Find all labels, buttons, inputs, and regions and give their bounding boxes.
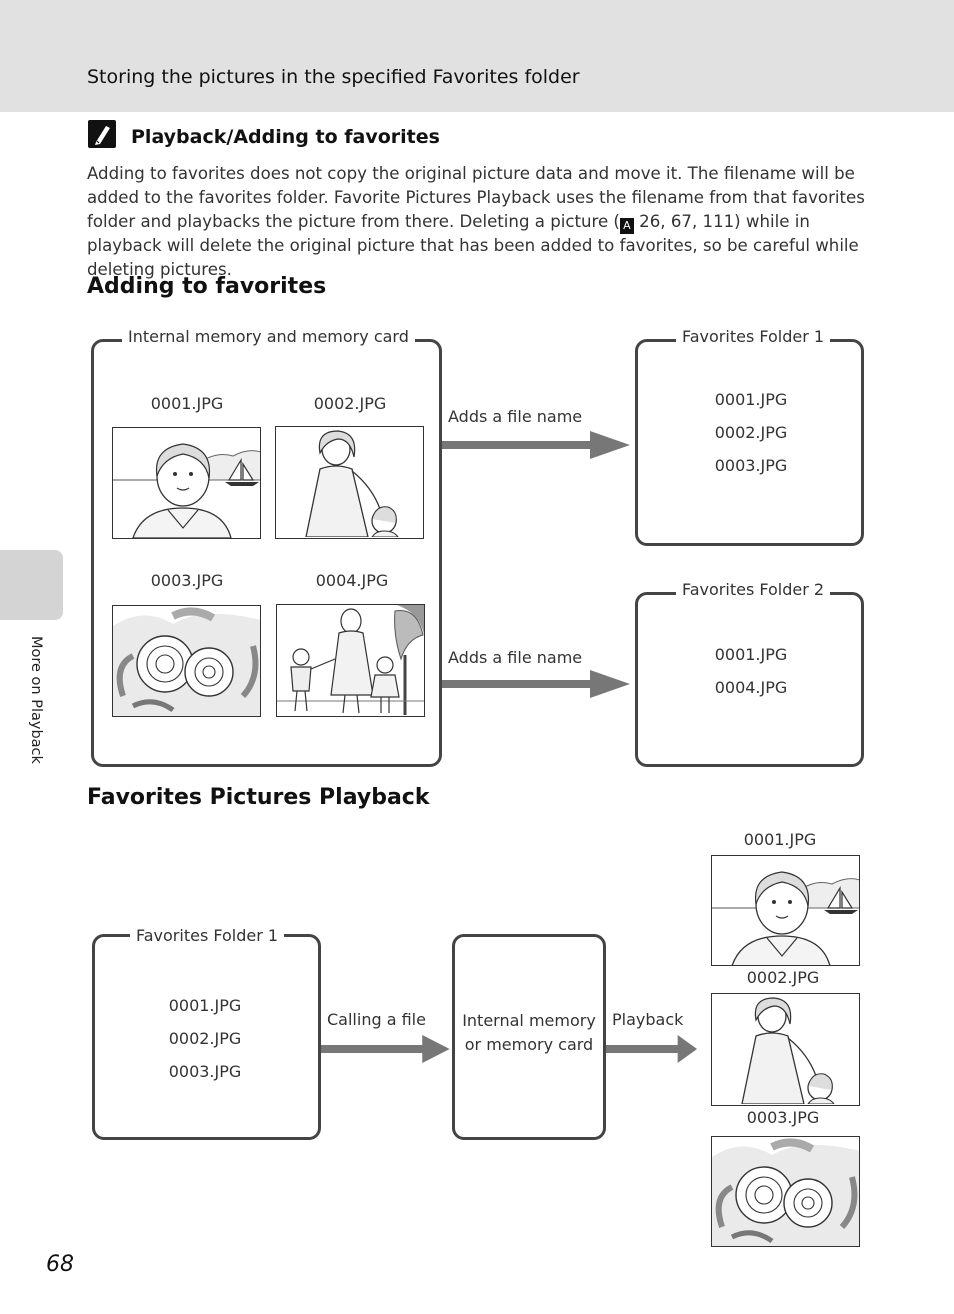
- adding-heading: Adding to favorites: [87, 274, 327, 299]
- source-file-label: 0003.JPG: [150, 571, 224, 590]
- folder-file-entry: 0004.JPG: [714, 678, 788, 697]
- reference-icon-symbol: A: [623, 219, 631, 232]
- reference-icon: A: [619, 218, 634, 234]
- favorites-folder-1-legend: Favorites Folder 1: [676, 327, 831, 346]
- photo-thumbnail: [276, 604, 425, 717]
- photo-thumbnail: [112, 605, 261, 717]
- memory-box-label: Internal memory or memory card: [462, 1011, 596, 1054]
- chapter-tab-label: More on Playback: [28, 636, 44, 764]
- result-file-label: 0001.JPG: [743, 830, 817, 849]
- favorites-folder-2-legend: Favorites Folder 2: [676, 580, 831, 599]
- note-body-text: Adding to favorites does not copy the or…: [87, 164, 865, 231]
- favorites-folder-1-box: [635, 339, 864, 546]
- folder-file-entry: 0001.JPG: [714, 390, 788, 409]
- note-body-tail: 26, 67, 111) while in playback will dele…: [87, 212, 859, 279]
- right-arrow-icon: [442, 670, 632, 698]
- right-arrow-icon: [606, 1035, 698, 1063]
- source-file-label: 0004.JPG: [315, 571, 389, 590]
- note-pencil-icon: [88, 120, 116, 148]
- result-file-label: 0002.JPG: [746, 968, 820, 987]
- page-header: [0, 0, 954, 112]
- playback-heading: Favorites Pictures Playback: [87, 785, 430, 810]
- photo-thumbnail: [711, 1136, 860, 1247]
- adds-file-name-label: Adds a file name: [448, 648, 583, 667]
- folder-file-entry: 0002.JPG: [714, 423, 788, 442]
- folder-file-entry: 0001.JPG: [168, 996, 242, 1015]
- source-memory-legend: Internal memory and memory card: [122, 327, 415, 346]
- note-body: Adding to favorites does not copy the or…: [87, 162, 877, 282]
- folder-file-entry: 0003.JPG: [714, 456, 788, 475]
- page-number: 68: [46, 1252, 74, 1277]
- photo-thumbnail: [112, 427, 261, 539]
- folder-file-entry: 0002.JPG: [168, 1029, 242, 1048]
- photo-thumbnail: [711, 855, 860, 966]
- memory-box: [452, 934, 606, 1140]
- adds-file-name-label: Adds a file name: [448, 407, 583, 426]
- calling-file-label: Calling a file: [327, 1010, 426, 1029]
- right-arrow-icon: [321, 1035, 451, 1063]
- playback-folder-legend: Favorites Folder 1: [130, 926, 285, 945]
- chapter-tab: [0, 550, 63, 620]
- photo-thumbnail: [711, 993, 860, 1106]
- source-file-label: 0001.JPG: [150, 394, 224, 413]
- folder-file-entry: 0003.JPG: [168, 1062, 242, 1081]
- result-file-label: 0003.JPG: [746, 1108, 820, 1127]
- header-title: Storing the pictures in the specified Fa…: [87, 66, 580, 88]
- playback-label: Playback: [612, 1010, 684, 1029]
- right-arrow-icon: [442, 431, 632, 459]
- note-title: Playback/Adding to favorites: [131, 126, 440, 148]
- photo-thumbnail: [275, 426, 424, 539]
- source-file-label: 0002.JPG: [313, 394, 387, 413]
- folder-file-entry: 0001.JPG: [714, 645, 788, 664]
